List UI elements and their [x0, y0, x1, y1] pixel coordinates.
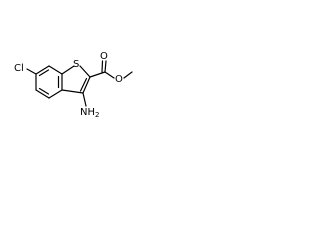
bond-c2-carbonyl [89, 71, 106, 78]
bond-c3-c3a [61, 89, 84, 94]
amino-nh: NH [80, 107, 95, 118]
double-bond-c7-c6 [38, 69, 50, 77]
bond-c3-n [82, 92, 87, 107]
atom-label-amino: NH2 [80, 107, 99, 119]
thiophene-ring [61, 65, 91, 94]
double-bond-carbonyl-o [101, 60, 104, 73]
bond-carbonyl-o [104, 60, 107, 73]
double-bond-c5-c4 [38, 87, 50, 95]
bond-c7-c6 [35, 65, 50, 75]
bond-o-methyl [123, 71, 133, 79]
benzene-ring [35, 65, 63, 99]
bond-c6-cl [26, 68, 37, 75]
structure-diagram: Cl S O O NH2 [14, 51, 133, 119]
atom-label-oxygen-ester: O [115, 74, 123, 85]
atom-label-chlorine: Cl [14, 63, 24, 74]
bond-c5-c4 [35, 89, 50, 99]
bond-s-c2 [79, 65, 91, 78]
bond-c2-c3 [82, 76, 91, 94]
bond-c7a-c7 [48, 65, 63, 75]
methyl-ester-group [89, 60, 133, 79]
amino-subscript: 2 [95, 111, 99, 119]
bond-c4-c3a [48, 89, 63, 99]
double-bond-c2-c3 [79, 77, 88, 92]
atom-label-sulfur: S [73, 59, 79, 70]
atom-label-oxygen-carbonyl: O [100, 51, 108, 62]
bond-c7a-s [61, 65, 75, 75]
bond-carbonyl-o-ester [104, 71, 115, 79]
